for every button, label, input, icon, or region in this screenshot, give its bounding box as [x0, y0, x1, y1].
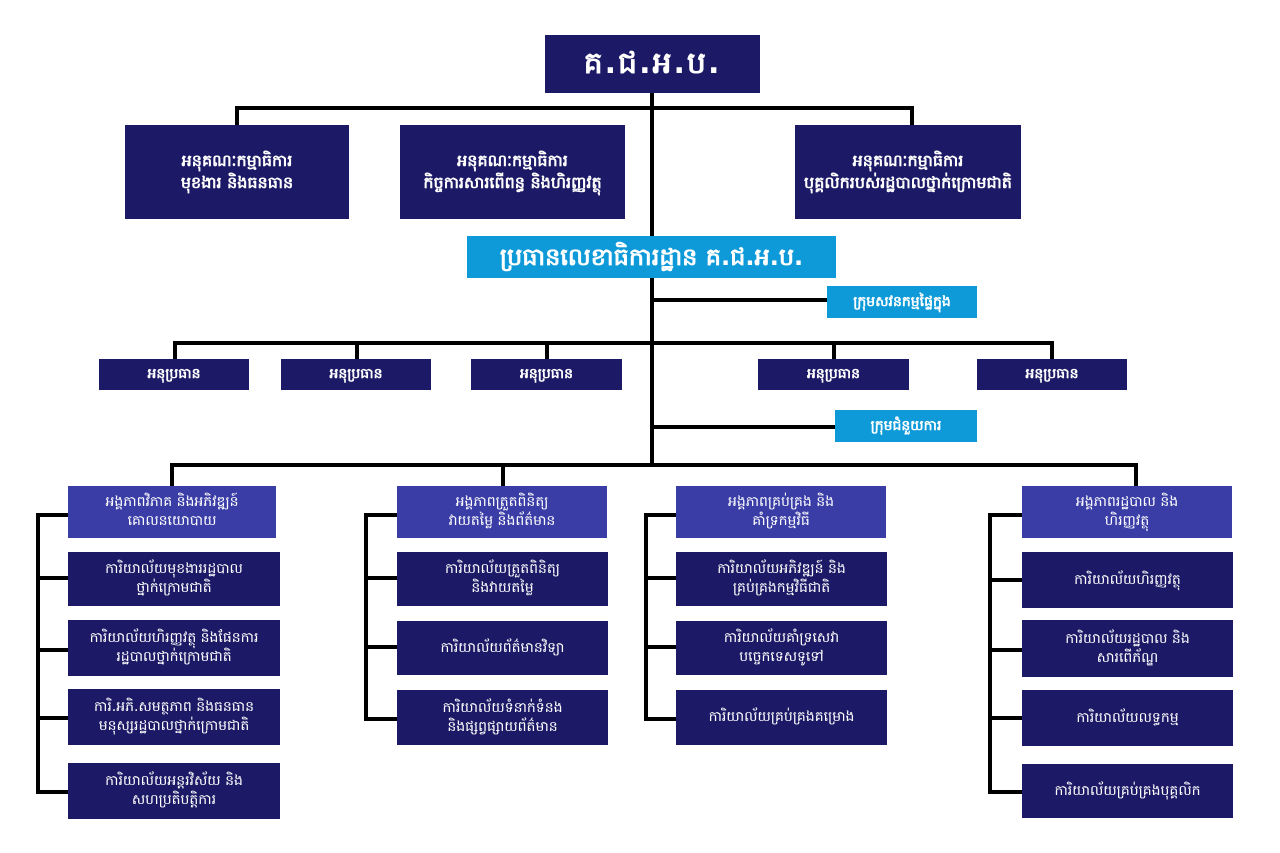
dept2-office-1: ការិយាល័យត្រួតពិនិត្យ និងវាយតម្លៃ	[397, 552, 608, 606]
office-line2: បច្ចេកទេសទូទៅ	[739, 649, 824, 665]
secretariat-label: ប្រធានលេខាធិការដ្ឋាន គ.ជ.អ.ប.	[499, 242, 804, 271]
committee-2-line2: កិច្ចការសារពើពន្ធ និងហិរញ្ញវត្ថុ	[423, 173, 602, 192]
internal-audit-box: ក្រុមសវនកម្មផ្ទៃក្នុង	[827, 286, 977, 318]
office-line1: ការិយាល័យមុខងាររដ្ឋបាល	[105, 561, 243, 578]
committee-box-2: អនុគណៈកម្មាធិការ កិច្ចការសារពើពន្ធ និងហិ…	[400, 125, 625, 219]
deputy-4-label: អនុប្រធាន	[806, 366, 861, 383]
office-line1: ការិយាល័យហិរញ្ញវត្ថុ និងផែនការ	[89, 630, 259, 647]
department-1-line1: អង្គភាពវិភាគ និងអភិវឌ្ឍន៍	[105, 494, 239, 511]
office-line2: សហប្រតិបត្តិការ	[131, 792, 217, 808]
department-3-line2: គាំទ្រកម្មវិធី	[752, 513, 810, 529]
dept3-office-3: ការិយាល័យគ្រប់គ្រងគម្រោង	[676, 690, 887, 745]
office-line1: ការិយាល័យគាំទ្រសេវា	[723, 630, 840, 647]
office-line1: ការិយាល័យព័ត៌មានវិទ្យា	[440, 639, 565, 656]
secretariat-box: ប្រធានលេខាធិការដ្ឋាន គ.ជ.អ.ប.	[467, 236, 836, 278]
department-3-line1: អង្គភាពគ្រប់គ្រង និង	[727, 494, 835, 511]
committee-3-line1: អនុគណៈកម្មាធិការ	[852, 151, 964, 171]
department-box-2: អង្គភាពត្រួតពិនិត្យ វាយតម្លៃ និងព័ត៌មាន	[397, 486, 607, 538]
office-line1: ការិយាល័យអន្តរវិស័យ និង	[105, 773, 243, 790]
committee-1-line1: អនុគណៈកម្មាធិការ	[181, 151, 293, 171]
department-2-line2: វាយតម្លៃ និងព័ត៌មាន	[448, 513, 556, 529]
dept1-office-3: ការិ.អភិ.សមត្ថភាព និងធនធាន មនុស្សរដ្ឋបាល…	[68, 689, 280, 745]
department-box-4: អង្គភាពរដ្ឋបាល និង ហិរញ្ញវត្ថុ	[1022, 486, 1232, 538]
deputy-1-label: អនុប្រធាន	[147, 366, 201, 383]
office-line1: ការិយាល័យហិរញ្ញវត្ថុ	[1074, 571, 1181, 588]
assistants-label: ក្រុមជំនួយការ	[870, 417, 942, 434]
committee-1-line2: មុខងារ និងធនធាន	[180, 173, 294, 192]
top-council-box: គ.ជ.អ.ប.	[545, 35, 760, 93]
dept3-office-1: ការិយាល័យអភិវឌ្ឍន៍ និង គ្រប់គ្រងកម្មវិធី…	[676, 552, 887, 606]
deputy-box-1: អនុប្រធាន	[99, 359, 249, 390]
dept1-office-4: ការិយាល័យអន្តរវិស័យ និង សហប្រតិបត្តិការ	[68, 763, 280, 819]
deputy-3-label: អនុប្រធាន	[519, 366, 574, 383]
deputy-box-4: អនុប្រធាន	[758, 359, 909, 390]
office-line2: និងផ្សព្វផ្សាយព័ត៌មាន	[447, 718, 558, 735]
office-line1: ការិយាល័យត្រួតពិនិត្យ	[445, 561, 560, 578]
dept4-office-1: ការិយាល័យហិរញ្ញវត្ថុ	[1022, 552, 1233, 608]
office-line1: ការិយាល័យទំនាក់ទំនង	[442, 699, 563, 716]
department-1-line2: គោលនយោបាយ	[127, 513, 217, 529]
deputy-box-5: អនុប្រធាន	[977, 359, 1127, 390]
department-4-line1: អង្គភាពរដ្ឋបាល និង	[1075, 494, 1179, 511]
dept4-office-2: ការិយាល័យរដ្ឋបាល និង សារពើភ័ណ្ឌ	[1022, 620, 1233, 677]
department-box-3: អង្គភាពគ្រប់គ្រង និង គាំទ្រកម្មវិធី	[676, 486, 886, 538]
office-line1: ការិយាល័យលទ្ធកម្ម	[1076, 709, 1179, 726]
deputy-2-label: អនុប្រធាន	[329, 366, 383, 383]
internal-audit-label: ក្រុមសវនកម្មផ្ទៃក្នុង	[853, 293, 951, 310]
department-box-1: អង្គភាពវិភាគ និងអភិវឌ្ឍន៍ គោលនយោបាយ	[68, 486, 276, 538]
office-line2: សារពើភ័ណ្ឌ	[1096, 649, 1159, 666]
office-line1: ការិ.អភិ.សមត្ថភាព និងធនធាន	[94, 699, 254, 716]
dept1-office-1: ការិយាល័យមុខងាររដ្ឋបាល ថ្នាក់ក្រោមជាតិ	[68, 552, 280, 606]
dept3-office-2: ការិយាល័យគាំទ្រសេវា បច្ចេកទេសទូទៅ	[676, 621, 887, 675]
dept2-office-3: ការិយាល័យទំនាក់ទំនង និងផ្សព្វផ្សាយព័ត៌មា…	[397, 690, 608, 745]
dept4-office-3: ការិយាល័យលទ្ធកម្ម	[1022, 690, 1233, 746]
deputy-5-label: អនុប្រធាន	[1025, 366, 1079, 383]
deputy-box-2: អនុប្រធាន	[281, 359, 431, 390]
committee-3-line2: បុគ្គលិករបស់រដ្ឋបាលថ្នាក់ក្រោមជាតិ	[804, 173, 1012, 192]
dept1-office-2: ការិយាល័យហិរញ្ញវត្ថុ និងផែនការ រដ្ឋបាលថ្…	[68, 620, 280, 676]
office-line2: មនុស្សរដ្ឋបាលថ្នាក់ក្រោមជាតិ	[98, 718, 250, 734]
committee-box-3: អនុគណៈកម្មាធិការ បុគ្គលិករបស់រដ្ឋបាលថ្នា…	[795, 125, 1021, 219]
office-line1: ការិយាល័យអភិវឌ្ឍន៍ និង	[717, 561, 846, 578]
office-line2: ថ្នាក់ក្រោមជាតិ	[136, 580, 212, 596]
committee-2-line1: អនុគណៈកម្មាធិការ	[457, 151, 568, 171]
dept2-office-2: ការិយាល័យព័ត៌មានវិទ្យា	[397, 621, 608, 675]
top-council-label: គ.ជ.អ.ប.	[583, 45, 722, 81]
committee-box-1: អនុគណៈកម្មាធិការ មុខងារ និងធនធាន	[125, 125, 349, 219]
office-line1: ការិយាល័យគ្រប់គ្រងបុគ្គលិក	[1054, 782, 1201, 799]
department-4-line2: ហិរញ្ញវត្ថុ	[1104, 513, 1150, 529]
office-line2: រដ្ឋបាលថ្នាក់ក្រោមជាតិ	[116, 649, 232, 665]
assistants-box: ក្រុមជំនួយការ	[835, 410, 977, 442]
office-line1: ការិយាល័យរដ្ឋបាល និង	[1065, 630, 1190, 647]
deputy-box-3: អនុប្រធាន	[471, 359, 622, 390]
office-line2: និងវាយតម្លៃ	[471, 580, 534, 596]
office-line2: គ្រប់គ្រងកម្មវិធីជាតិ	[732, 580, 831, 596]
department-2-line1: អង្គភាពត្រួតពិនិត្យ	[455, 494, 549, 511]
dept4-office-4: ការិយាល័យគ្រប់គ្រងបុគ្គលិក	[1022, 764, 1233, 818]
office-line1: ការិយាល័យគ្រប់គ្រងគម្រោង	[708, 709, 855, 726]
